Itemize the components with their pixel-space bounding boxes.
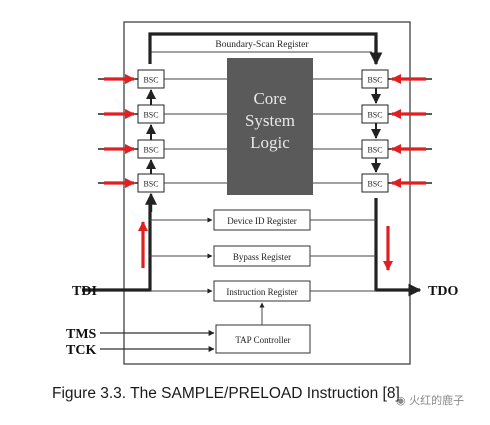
bsc-label: BSC [367,111,382,120]
tck-label: TCK [66,343,96,358]
tms-label: TMS [66,327,97,342]
boundary-scan-register-label: Boundary-Scan Register [215,40,309,50]
bsc-label: BSC [143,146,158,155]
tdi-label: TDI [72,284,97,299]
figure-caption: Figure 3.3. The SAMPLE/PRELOAD Instructi… [52,385,400,402]
wechat-icon: ◉ [396,394,406,407]
core-logic-line-3: Logic [250,133,290,152]
chip-outline [123,21,411,365]
instruction-register-label: Instruction Register [226,287,297,297]
tap-inputs [100,330,215,352]
watermark: ◉ 火红的鹿子 [396,392,464,408]
bsc-label: BSC [367,76,382,85]
core-logic-line-1: Core [253,89,286,108]
left-bsc-column: BSC BSC BSC BSC [137,69,165,212]
bsc-label: BSC [143,180,158,189]
bsc-label: BSC [143,111,158,120]
core-system-logic [227,58,313,195]
tap-controller [215,324,311,354]
bsc-label: BSC [367,180,382,189]
core-connections [164,78,362,184]
bypass-register-label: Bypass Register [233,252,291,262]
sample-highlight-arrows [104,73,426,272]
right-bsc-column: BSC BSC BSC BSC [361,69,389,193]
tdo-label: TDO [428,284,458,299]
bsc-label: BSC [367,146,382,155]
bsc-label: BSC [143,76,158,85]
register-bus [150,217,376,325]
tap-controller-label: TAP Controller [235,335,290,345]
device-id-register-label: Device ID Register [227,216,296,226]
watermark-text: 火红的鹿子 [409,394,465,407]
core-logic-line-2: System [245,111,295,130]
tdo-path [374,198,422,297]
